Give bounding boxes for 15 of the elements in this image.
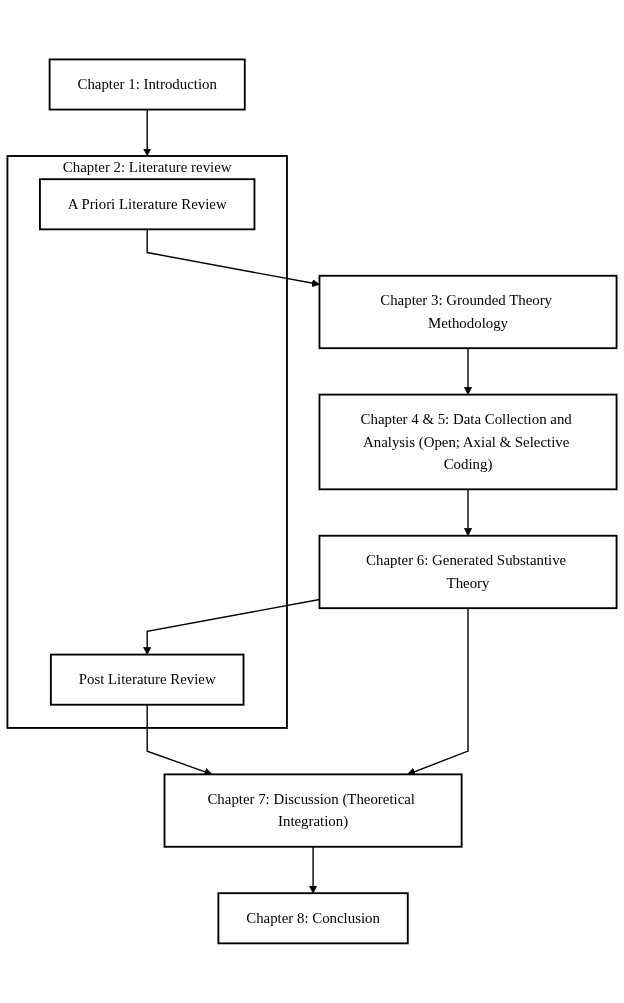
arrow <box>463 347 473 396</box>
node-box: Chapter 1: Introduction <box>48 58 246 111</box>
node-box: Chapter 3: Grounded Theory Methodology <box>318 274 618 350</box>
arrow <box>309 846 318 894</box>
arrow <box>146 704 213 776</box>
arrow <box>143 108 152 157</box>
arrow <box>146 228 320 288</box>
arrow <box>407 607 469 776</box>
node-box: Chapter 8: Conclusion <box>217 892 409 945</box>
node-box: Chapter 7: Discussion (Theoretical Integration) <box>163 773 463 848</box>
node-box: A Priori Literature Review <box>39 178 256 231</box>
node-box: Post Literature Review <box>49 653 245 706</box>
arrow <box>463 488 473 537</box>
node-box: Chapter 4 & 5: Data Collection and Analysis (Open; Axial & Selective Coding) <box>318 393 618 491</box>
node-box: Chapter 6: Generated Substantive Theory <box>318 534 618 610</box>
